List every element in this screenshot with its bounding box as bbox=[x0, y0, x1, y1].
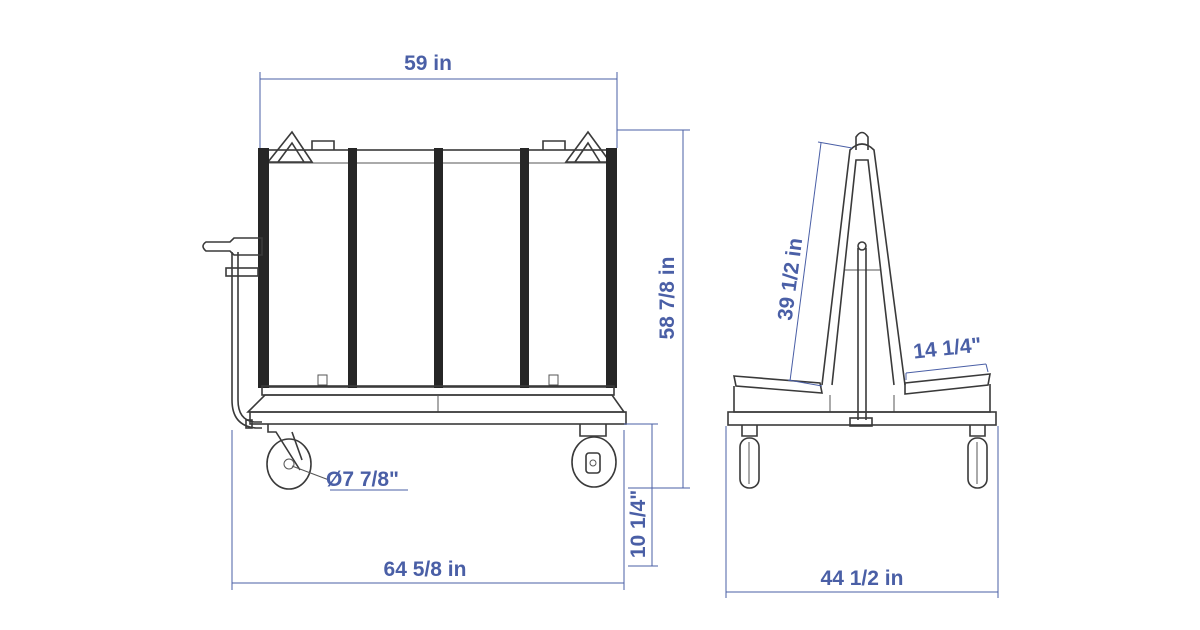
side-left-wheel bbox=[739, 437, 760, 489]
left-top-bracket bbox=[266, 130, 314, 163]
left-caster-bracket bbox=[267, 424, 303, 471]
left-shelf bbox=[733, 375, 823, 394]
deck-height-label: 10 1/4" bbox=[627, 490, 650, 558]
right-shelf bbox=[904, 373, 991, 395]
strap-2 bbox=[348, 148, 357, 388]
right-wheel-bracket bbox=[579, 424, 607, 437]
deck bbox=[246, 394, 626, 413]
chassis bbox=[249, 411, 627, 425]
right-wheel bbox=[571, 436, 617, 488]
side-dimensions: 39 1/2 in 14 1/4" 44 1/2 in bbox=[725, 141, 999, 598]
strap-4 bbox=[520, 148, 529, 388]
overall-length-label: 64 5/8 in bbox=[384, 558, 467, 581]
frame-length-label: 39 1/2 in bbox=[774, 237, 807, 322]
side-view bbox=[727, 131, 997, 489]
side-chassis bbox=[727, 411, 997, 426]
strap-5 bbox=[606, 148, 617, 388]
left-lift-handle bbox=[311, 140, 335, 150]
tow-handle bbox=[237, 252, 262, 423]
front-view bbox=[202, 130, 627, 490]
left-wheel bbox=[266, 438, 312, 490]
strap-3 bbox=[434, 148, 443, 388]
strap-1 bbox=[258, 148, 269, 388]
a-frame-outer bbox=[821, 143, 906, 386]
height-label: 58 7/8 in bbox=[656, 257, 679, 340]
side-right-wheel bbox=[967, 437, 988, 489]
shelf-depth-label: 14 1/4" bbox=[912, 334, 982, 364]
top-width-label: 59 in bbox=[404, 52, 452, 75]
wheel-diameter-label: Ø7 7/8" bbox=[326, 468, 399, 491]
top-hook bbox=[855, 131, 869, 150]
right-lift-handle bbox=[542, 140, 566, 150]
handle-grip bbox=[202, 237, 263, 256]
right-top-bracket bbox=[564, 130, 612, 163]
overall-width-label: 44 1/2 in bbox=[821, 567, 904, 590]
front-dimensions: 59 in 58 7/8 in Ø7 7/8" 64 5/8 in 10 1/4… bbox=[231, 52, 690, 590]
